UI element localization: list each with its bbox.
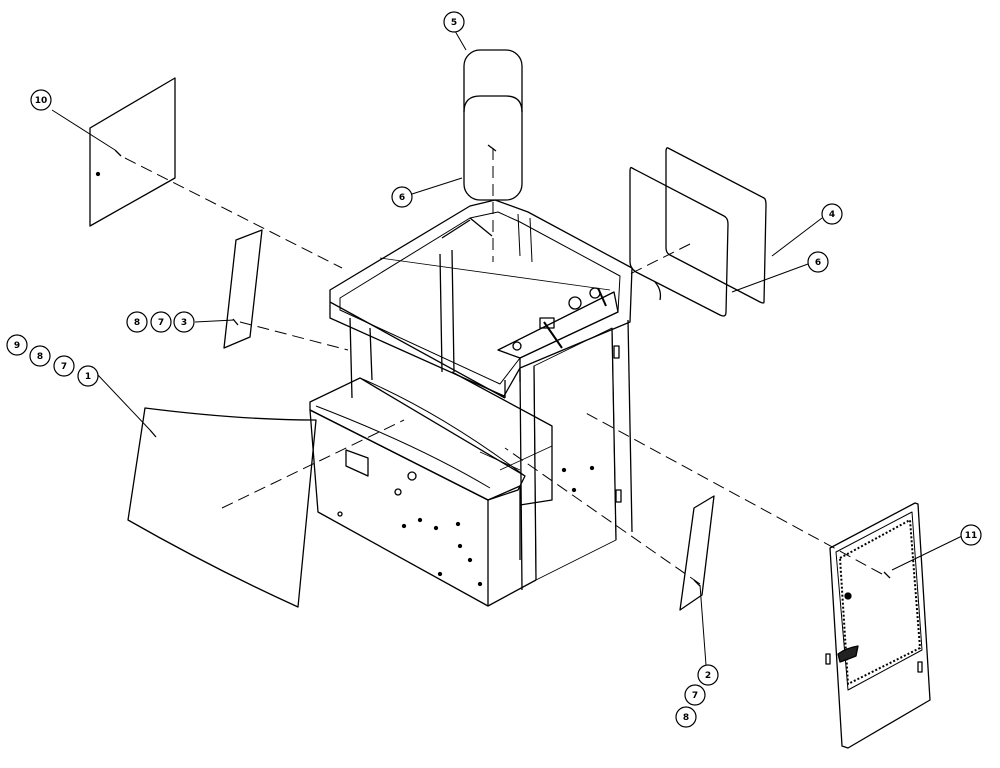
glass-panel-4-6 xyxy=(629,147,767,317)
callout-8-b-label: 8 xyxy=(37,352,43,362)
callout-8-a-label: 8 xyxy=(134,318,140,328)
callout-6-top-label: 6 xyxy=(399,193,405,203)
callout-9-label: 9 xyxy=(14,341,20,351)
callout-4-label: 4 xyxy=(829,210,835,220)
callout-1: 1 xyxy=(77,365,99,387)
callout-7-c: 7 xyxy=(684,684,706,706)
callout-2: 2 xyxy=(697,664,719,686)
callout-2-label: 2 xyxy=(705,671,711,681)
cab-frame xyxy=(309,199,633,607)
callout-8-c-label: 8 xyxy=(683,713,689,723)
callout-8-a: 8 xyxy=(126,311,148,333)
callout-7-c-label: 7 xyxy=(692,691,698,701)
leader-lines xyxy=(51,30,963,666)
callout-1-label: 1 xyxy=(85,372,91,382)
callout-10: 10 xyxy=(30,89,52,111)
callout-6-right-label: 6 xyxy=(815,258,821,268)
callout-6-right: 6 xyxy=(807,251,829,273)
callout-8-b: 8 xyxy=(29,345,51,367)
callout-4: 4 xyxy=(821,203,843,225)
door-11 xyxy=(825,502,931,749)
callout-3-label: 3 xyxy=(181,318,187,328)
callout-8-c: 8 xyxy=(675,706,697,728)
glass-panel-3 xyxy=(223,229,263,349)
callout-11-label: 11 xyxy=(965,531,978,541)
glass-panel-10 xyxy=(89,77,176,227)
front-windshield-1 xyxy=(127,407,317,608)
callout-9: 9 xyxy=(6,334,28,356)
glass-panel-2 xyxy=(679,495,715,611)
callout-7-a: 7 xyxy=(150,311,172,333)
callout-5: 5 xyxy=(443,11,465,33)
assembly-lines xyxy=(124,148,883,585)
callout-7-b: 7 xyxy=(53,355,75,377)
callout-7-a-label: 7 xyxy=(158,318,164,328)
callout-11: 11 xyxy=(960,524,982,546)
callouts: 5 10 6 4 6 8 7 3 xyxy=(6,11,982,728)
callout-3: 3 xyxy=(173,311,195,333)
callout-6-top: 6 xyxy=(391,186,413,208)
callout-5-label: 5 xyxy=(451,18,457,28)
callout-10-label: 10 xyxy=(35,96,48,106)
callout-7-b-label: 7 xyxy=(61,362,67,372)
